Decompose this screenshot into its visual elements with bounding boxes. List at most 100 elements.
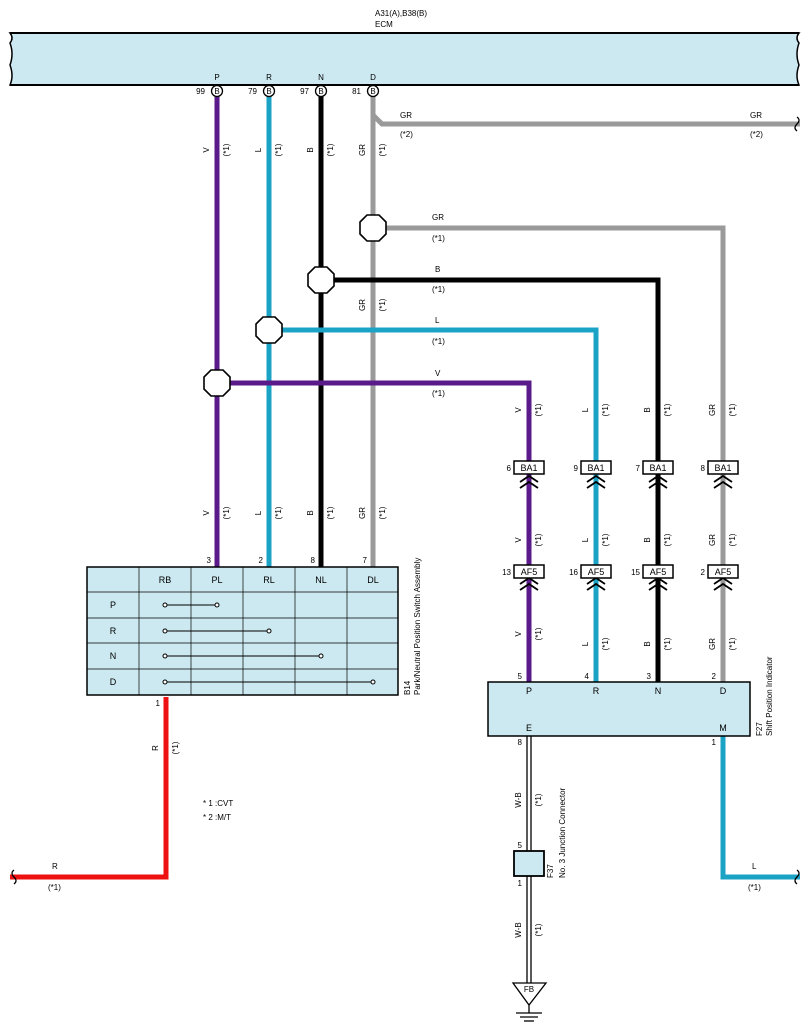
wire-note-wb-lower: (*1) — [534, 923, 543, 936]
ba1-num-l: 9 — [574, 464, 579, 473]
legend-notes: * 1 :CVT * 2 :M/T — [203, 799, 233, 822]
indicator-pin-4: 4 — [585, 672, 590, 681]
ground-symbol: FB — [511, 982, 548, 1022]
indicator-label-m: M — [719, 723, 727, 733]
ecm-pin-r: B R 79 — [248, 73, 276, 98]
ind-gr-3: GR — [708, 638, 717, 650]
ground-label: FB — [524, 985, 534, 994]
switch-ref: B14 — [403, 680, 412, 695]
ecm-pin-n-label: N — [318, 73, 324, 82]
af5-label-b: AF5 — [650, 567, 667, 577]
switch-name: Park/Neutral Position Switch Assembly — [413, 558, 422, 695]
wire-labels-top: V (*1) L (*1) B (*1) GR (*1) GR (*1) — [202, 143, 387, 311]
wire-note-b-sw: (*1) — [326, 506, 335, 519]
wire-note-l-sw: (*1) — [274, 506, 283, 519]
wire-wb-upper — [526, 736, 532, 851]
wire-label-gr-top: GR — [358, 144, 367, 156]
junction-name: No. 3 Junction Connector — [558, 787, 567, 878]
ecm-pin-p-conn: B — [214, 87, 219, 96]
switch-pin-2: 2 — [259, 556, 264, 565]
af5-label-l: AF5 — [588, 567, 605, 577]
ind-gr-2: GR — [708, 534, 717, 546]
wire-label-b-top: B — [306, 147, 315, 152]
ba1-pin-b: BA1 7 — [636, 460, 674, 475]
ecm-pin-p: B P 99 — [196, 73, 224, 98]
wire-label-gr-mt-left: GR — [400, 111, 412, 120]
switch-col-nl: NL — [315, 575, 327, 585]
wire-note-wb-upper: (*1) — [534, 793, 543, 806]
wire-note-b-top: (*1) — [326, 143, 335, 156]
indicator-label-p: P — [526, 686, 532, 696]
wire-note-gr-h: (*1) — [432, 234, 445, 243]
ba1-pin-l: BA1 9 — [574, 460, 612, 475]
wire-note-v-h: (*1) — [432, 389, 445, 398]
junction-ref: F37 — [546, 864, 555, 878]
wire-label-v-h: V — [435, 369, 441, 378]
switch-col-pl: PL — [211, 575, 222, 585]
wire-note-r-h: (*1) — [48, 883, 61, 892]
switch-col-rb: RB — [159, 575, 172, 585]
wire-r — [10, 697, 169, 880]
ind-l-1: L — [581, 407, 590, 412]
wire-labels-indicator: V (*1) L (*1) B (*1) GR (*1) V (*1) L (*… — [514, 403, 737, 650]
ecm-pin-r-num: 79 — [248, 87, 257, 96]
af5-num-b: 15 — [631, 568, 640, 577]
ecm-pin-r-label: R — [266, 73, 272, 82]
wire-labels-switch: V (*1) L (*1) B (*1) GR (*1) — [202, 506, 387, 519]
ba1-label-b: BA1 — [649, 463, 666, 473]
ba1-pin-gr: BA1 8 — [701, 460, 739, 475]
indicator-label-n: N — [655, 686, 662, 696]
ba1-num-gr: 8 — [701, 464, 706, 473]
ba1-label-v: BA1 — [520, 463, 537, 473]
wire-note-gr-sw: (*1) — [378, 506, 387, 519]
ind-b-note-3: (*1) — [663, 637, 672, 650]
switch-row-r: R — [110, 626, 117, 636]
ind-v-note-1: (*1) — [534, 403, 543, 416]
ind-v-2: V — [514, 537, 523, 543]
ecm-pin-p-label: P — [214, 73, 219, 82]
af5-pin-v: AF5 13 — [502, 564, 545, 579]
switch-col-rl: RL — [263, 575, 275, 585]
ind-l-3: L — [581, 641, 590, 646]
ind-b-note-2: (*1) — [663, 533, 672, 546]
indicator-label-e: E — [526, 723, 532, 733]
ecm-pin-d-num: 81 — [352, 87, 361, 96]
ecm-pin-n: B N 97 — [300, 73, 328, 98]
ba1-num-b: 7 — [636, 464, 641, 473]
wire-label-gr-mid: GR — [358, 299, 367, 311]
switch-row-n: N — [110, 651, 117, 661]
connector-af5: AF5 13 AF5 16 AF5 15 AF5 2 — [502, 564, 739, 579]
splice-l — [255, 316, 283, 344]
ecm-pin-d-conn: B — [370, 87, 375, 96]
wire-v-indicator — [217, 380, 532, 682]
af5-label-v: AF5 — [521, 567, 538, 577]
wire-label-gr-sw: GR — [358, 507, 367, 519]
wire-note-v-sw: (*1) — [222, 506, 231, 519]
switch-row-p: P — [110, 600, 116, 610]
junction-connector: 5 1 F37 No. 3 Junction Connector — [513, 787, 567, 888]
wire-note-l-top: (*1) — [274, 143, 283, 156]
af5-pin-l: AF5 16 — [569, 564, 612, 579]
ecm-box — [8, 32, 801, 86]
junction-pin-5: 5 — [518, 841, 523, 850]
junction-pin-1: 1 — [518, 879, 523, 888]
switch-pin-7: 7 — [363, 556, 368, 565]
af5-label-gr: AF5 — [715, 567, 732, 577]
ecm-pin-r-conn: B — [266, 87, 271, 96]
indicator-name: Shift Position Indicator — [765, 656, 774, 736]
shift-indicator: P R N D E M 5 4 3 2 8 1 F27 Shift Positi… — [487, 656, 774, 747]
wire-label-wb-upper: W-B — [514, 792, 523, 807]
indicator-ref: F27 — [755, 722, 764, 736]
switch-row-d: D — [110, 677, 117, 687]
wire-label-l-h: L — [435, 316, 440, 325]
note-mt: * 2 :M/T — [203, 813, 231, 822]
ecm-pin-d-label: D — [370, 73, 376, 82]
ind-b-3: B — [643, 641, 652, 646]
wire-note-b-h: (*1) — [432, 285, 445, 294]
wire-label-wb-lower: W-B — [514, 922, 523, 937]
connector-chevrons — [519, 474, 733, 591]
ecm-ref: A31(A),B38(B) — [375, 9, 427, 18]
wire-label-v-top: V — [202, 147, 211, 153]
indicator-label-r: R — [593, 686, 600, 696]
